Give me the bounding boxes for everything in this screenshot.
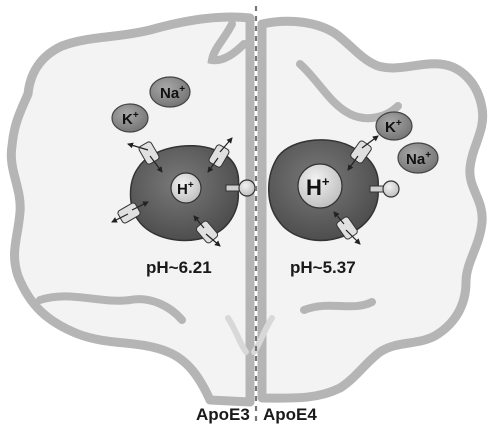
left-na-symbol: Na — [160, 85, 180, 102]
left-channel-bottom-right — [193, 215, 221, 247]
left-k-symbol: K — [122, 111, 133, 128]
left-cell-lower-fold — [36, 292, 186, 324]
left-cell-fold — [207, 20, 248, 65]
right-ph-label: pH~5.37 — [290, 258, 356, 277]
right-pump — [369, 180, 400, 198]
svg-text:K+: K+ — [385, 118, 402, 136]
svg-text:H+: H+ — [306, 174, 330, 200]
right-genotype-label: ApoE4 — [263, 405, 317, 424]
right-k-ion: K+ — [375, 111, 413, 141]
left-endosome: H+ — [111, 137, 256, 247]
left-na-ion: Na+ — [149, 76, 191, 108]
left-lumen-proton: H+ — [170, 172, 202, 204]
left-channel-top-left — [127, 141, 163, 173]
right-proton-symbol: H — [306, 175, 322, 200]
right-k-charge: + — [396, 118, 402, 129]
svg-text:Na+: Na+ — [160, 84, 185, 102]
svg-text:Na+: Na+ — [406, 150, 431, 168]
left-genotype-label: ApoE3 — [196, 405, 250, 424]
right-na-symbol: Na — [406, 151, 426, 168]
right-endosome: H+ — [268, 135, 400, 245]
right-channel-top — [347, 135, 379, 171]
right-cell: K+ Na+ H+ — [257, 16, 488, 403]
right-proton-charge: + — [322, 174, 330, 189]
left-cell: Na+ K+ H+ — [6, 12, 256, 407]
svg-text:K+: K+ — [122, 110, 139, 128]
left-k-charge: + — [133, 110, 139, 121]
left-na-charge: + — [179, 84, 185, 95]
left-ph-label: pH~6.21 — [146, 258, 212, 277]
right-lumen-proton: H+ — [297, 163, 343, 209]
right-na-charge: + — [425, 150, 431, 161]
right-channel-bottom — [333, 211, 361, 245]
left-channel-bottom-left — [111, 201, 149, 224]
left-k-ion: K+ — [111, 103, 149, 133]
right-k-symbol: K — [385, 119, 396, 136]
left-proton-symbol: H — [177, 181, 188, 198]
right-cell-lower-fold — [300, 298, 376, 314]
right-na-ion: Na+ — [397, 142, 439, 174]
left-channel-top-right — [207, 137, 233, 173]
left-proton-charge: + — [188, 180, 194, 191]
svg-text:H+: H+ — [177, 180, 194, 198]
